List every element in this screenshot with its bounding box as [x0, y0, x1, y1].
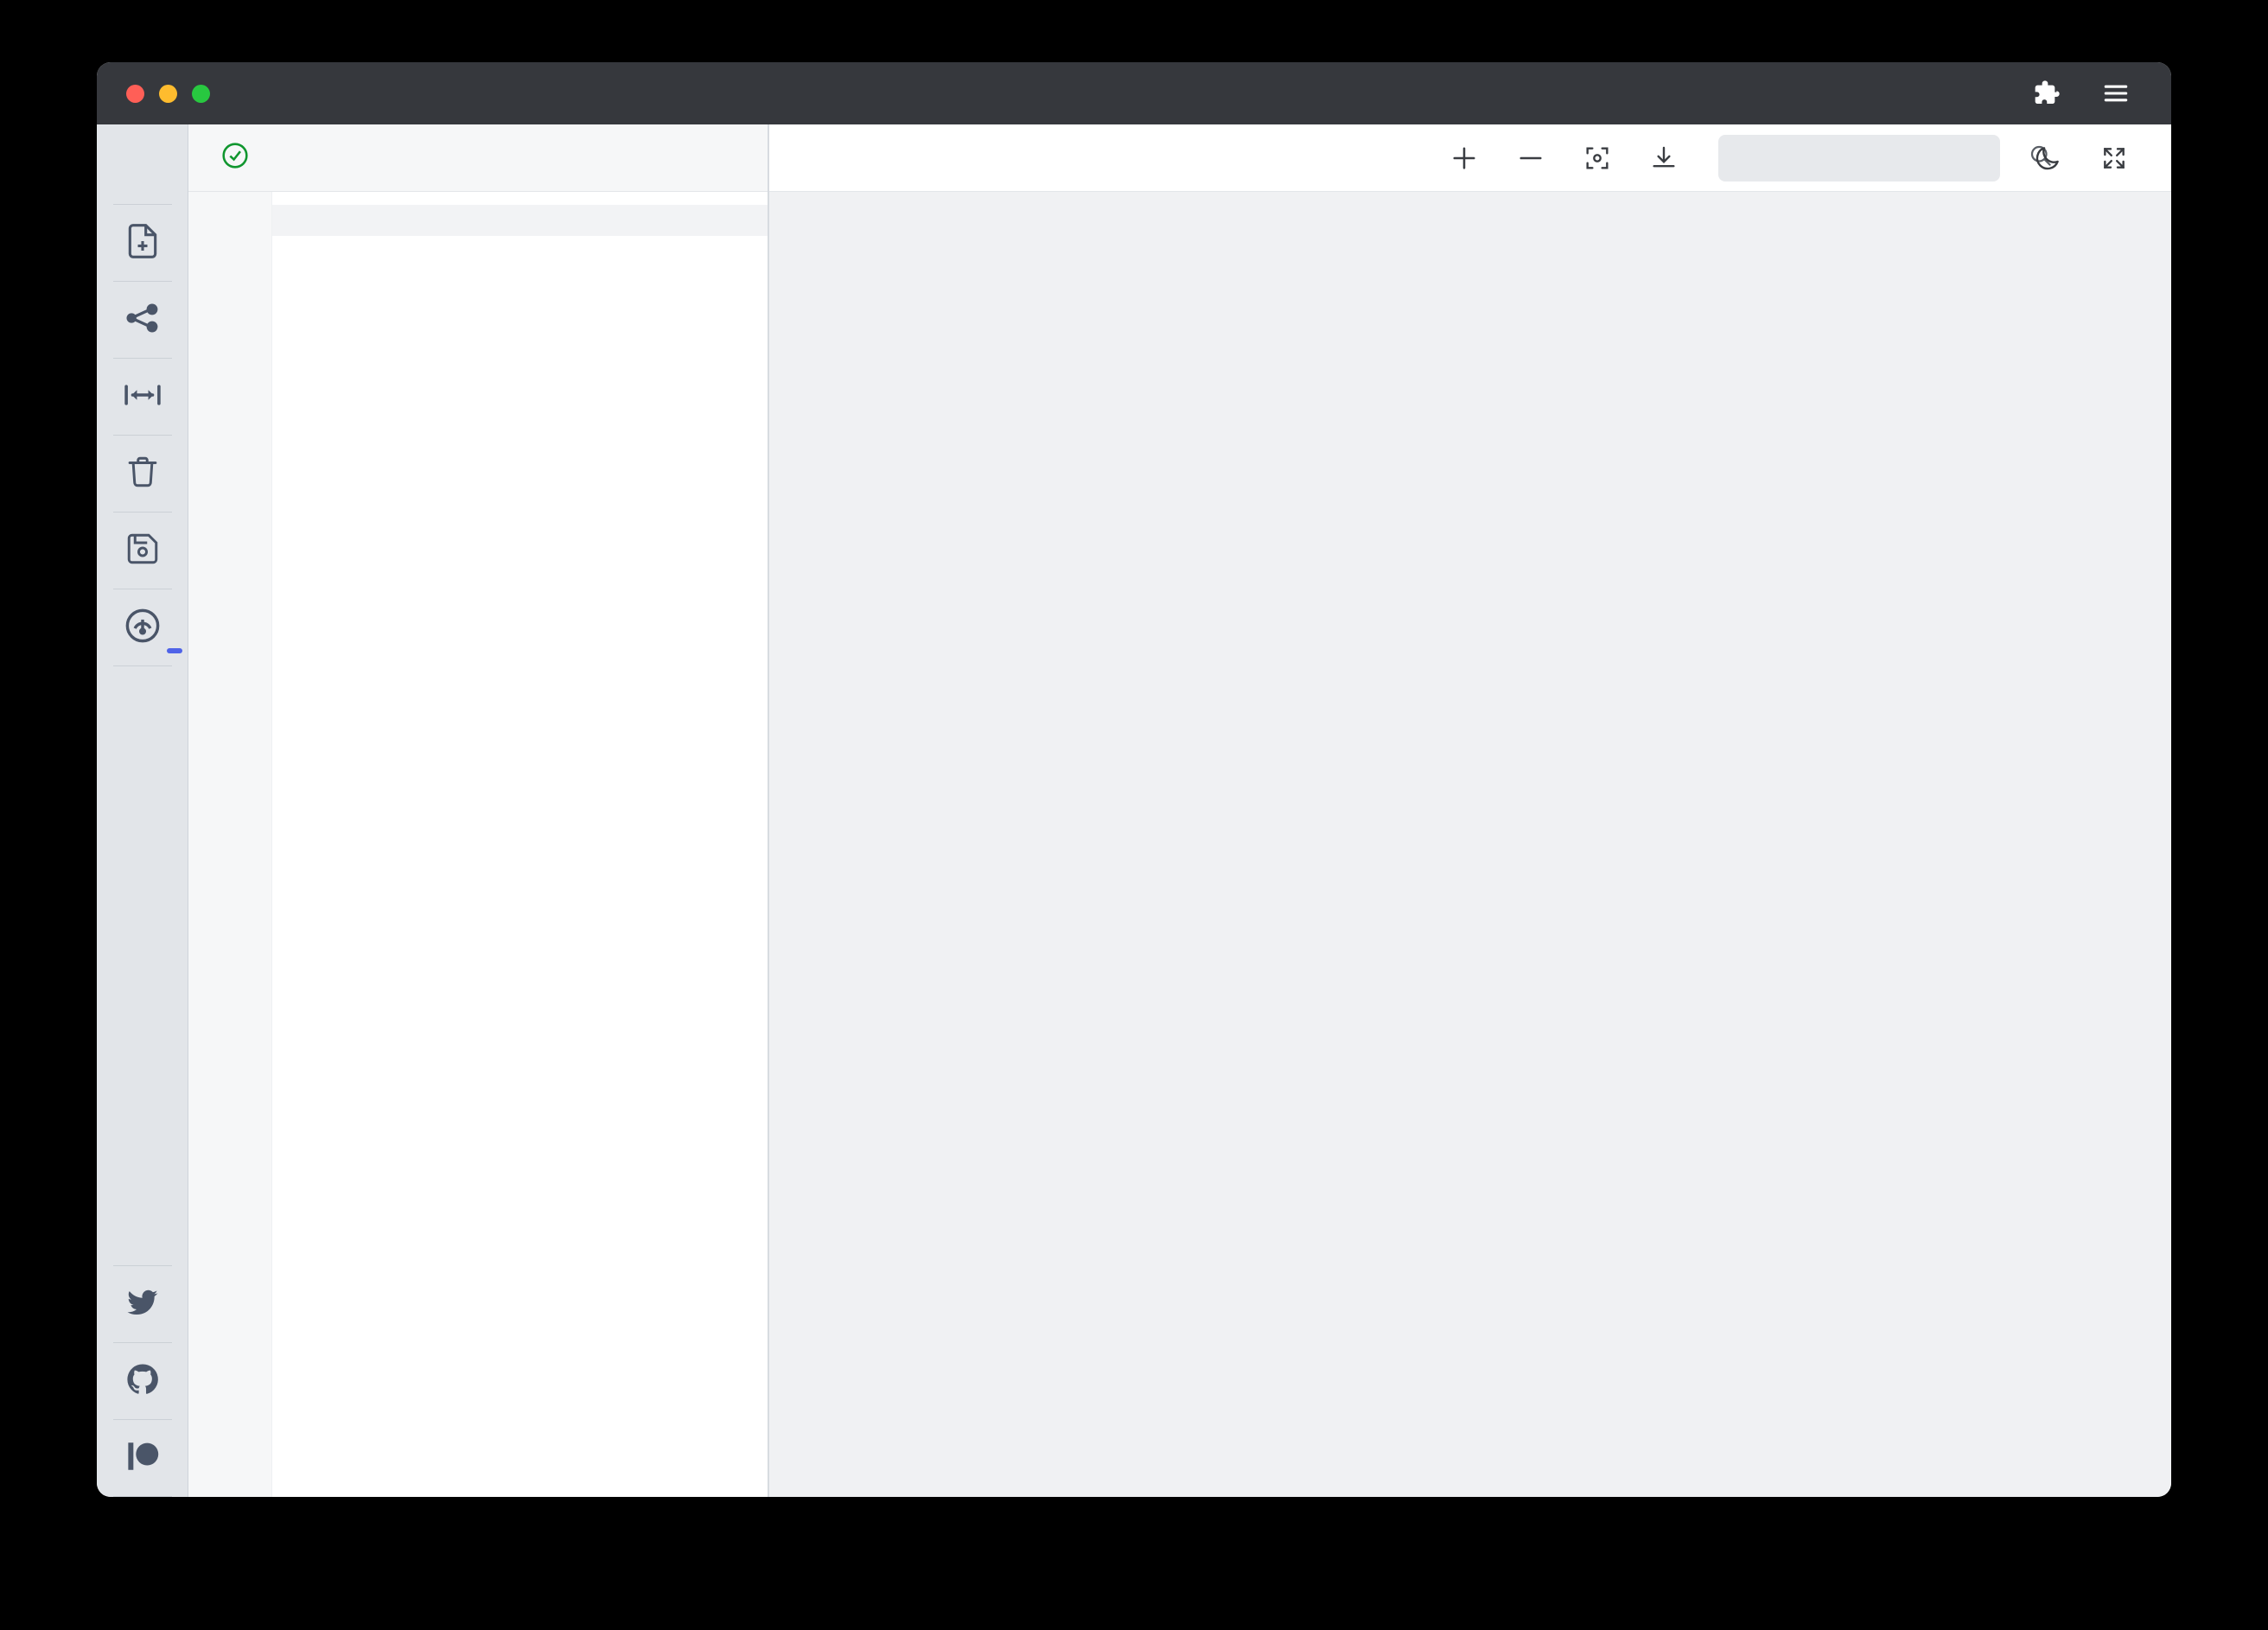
sidebar-item-github[interactable]: [97, 1343, 188, 1419]
sidebar-item-patreon[interactable]: [97, 1420, 188, 1496]
app-logo[interactable]: [97, 124, 188, 204]
sidebar-item-expand-width[interactable]: [97, 359, 188, 435]
github-icon: [124, 1361, 161, 1402]
gauge-icon: [123, 606, 162, 650]
sidebar-item-share-graph[interactable]: [97, 282, 188, 358]
window-right-controls: [2033, 80, 2130, 107]
search-node-box[interactable]: [1718, 134, 2051, 181]
new-document-icon: [124, 222, 162, 264]
trash-icon: [124, 454, 161, 494]
minimize-window-button[interactable]: [159, 84, 177, 103]
title-bar: [97, 62, 2171, 124]
download-icon[interactable]: [1645, 139, 1683, 177]
sidebar-item-twitter[interactable]: [97, 1266, 188, 1342]
divider: [112, 435, 172, 436]
hamburger-menu-icon[interactable]: [2102, 82, 2130, 105]
center-view-icon[interactable]: [1578, 139, 1616, 177]
share-graph-icon: [124, 299, 162, 341]
divider: [112, 1265, 172, 1266]
graph-pane: [769, 124, 2171, 1497]
active-line-highlight: [272, 205, 768, 236]
sidebar-item-new-document[interactable]: [97, 205, 188, 281]
close-window-button[interactable]: [126, 84, 144, 103]
divider: [112, 204, 172, 205]
beta-badge: [167, 648, 182, 653]
graph-canvas[interactable]: [769, 192, 2171, 1497]
app-window: [97, 62, 2171, 1497]
divider: [112, 358, 172, 359]
json-status-bar: [188, 124, 768, 192]
zoom-out-icon[interactable]: [1512, 139, 1550, 177]
line-number-gutter: [188, 192, 272, 1497]
fullscreen-icon[interactable]: [2095, 139, 2133, 177]
sidebar-item-delete[interactable]: [97, 436, 188, 512]
sidebar-rail: [97, 124, 188, 1497]
divider: [112, 512, 172, 513]
save-icon: [124, 531, 161, 571]
check-circle-icon: [220, 141, 250, 175]
extensions-icon[interactable]: [2033, 80, 2061, 107]
divider: [112, 1496, 172, 1497]
zoom-in-icon[interactable]: [1445, 139, 1483, 177]
app-body: [97, 124, 2171, 1497]
code-editor[interactable]: [188, 192, 768, 1497]
divider: [112, 665, 172, 666]
divider: [112, 1342, 172, 1343]
divider: [112, 281, 172, 282]
editor-pane: [188, 124, 769, 1497]
divider: [112, 1419, 172, 1420]
search-input[interactable]: [1737, 144, 2019, 171]
patreon-icon: [124, 1438, 161, 1479]
twitter-icon: [124, 1284, 161, 1325]
graph-toolbar: [769, 124, 2171, 192]
window-traffic-lights: [126, 84, 210, 103]
code-content[interactable]: [272, 192, 768, 1497]
search-icon[interactable]: [2028, 143, 2054, 173]
sidebar-item-save[interactable]: [97, 513, 188, 589]
sidebar-item-compare[interactable]: [97, 589, 188, 665]
moon-icon[interactable]: [2029, 139, 2067, 177]
maximize-window-button[interactable]: [192, 84, 210, 103]
graph-edges: [769, 192, 2171, 1497]
expand-width-icon: [123, 380, 162, 414]
